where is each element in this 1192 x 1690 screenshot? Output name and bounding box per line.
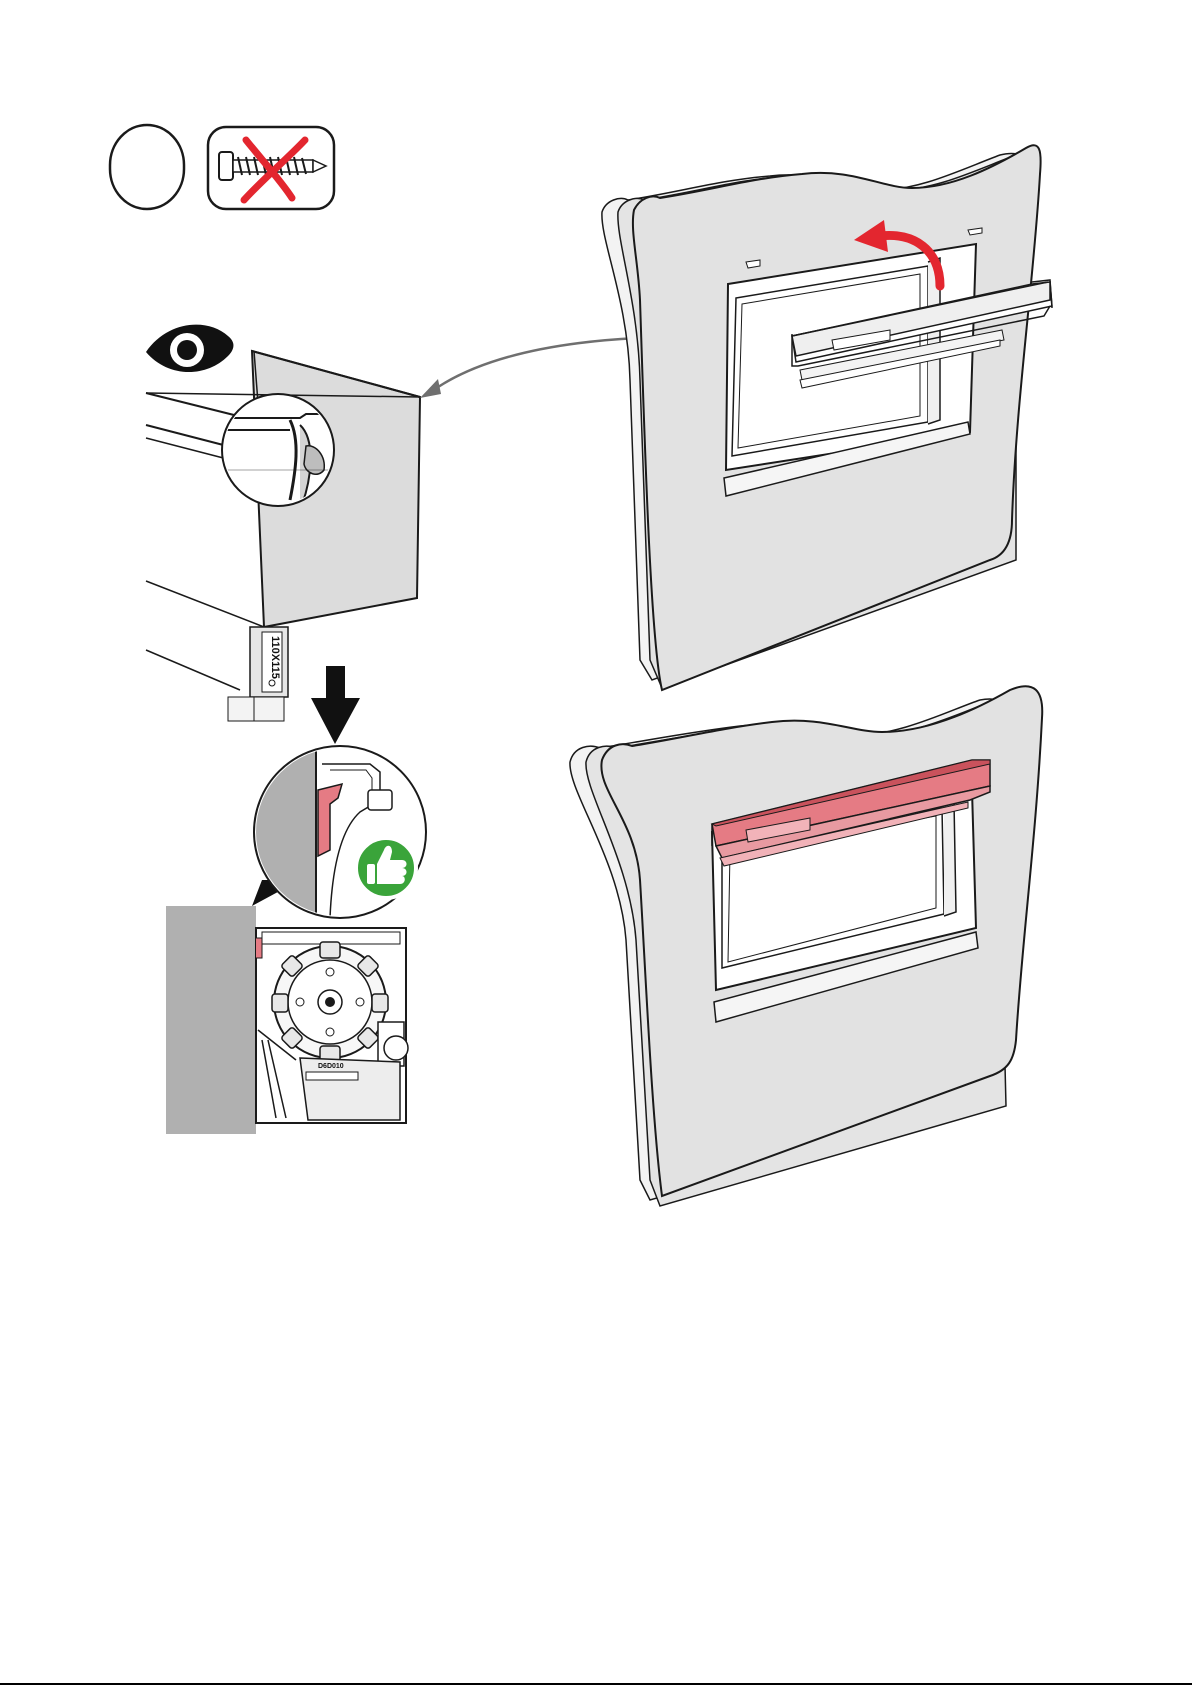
wall-bottom-scene <box>570 686 1042 1206</box>
bracket-code-label: 110X115 <box>269 636 281 679</box>
no-screw-icon <box>208 127 334 209</box>
down-arrow-icon <box>311 666 360 744</box>
motor-code-label: D6D010 <box>318 1063 344 1070</box>
thumbs-up-icon <box>356 838 416 898</box>
step-number-badge <box>110 125 184 209</box>
cutaway-detail: D6D010 <box>166 746 426 1134</box>
eye-icon <box>146 325 233 372</box>
wall-top-scene <box>602 145 1052 690</box>
